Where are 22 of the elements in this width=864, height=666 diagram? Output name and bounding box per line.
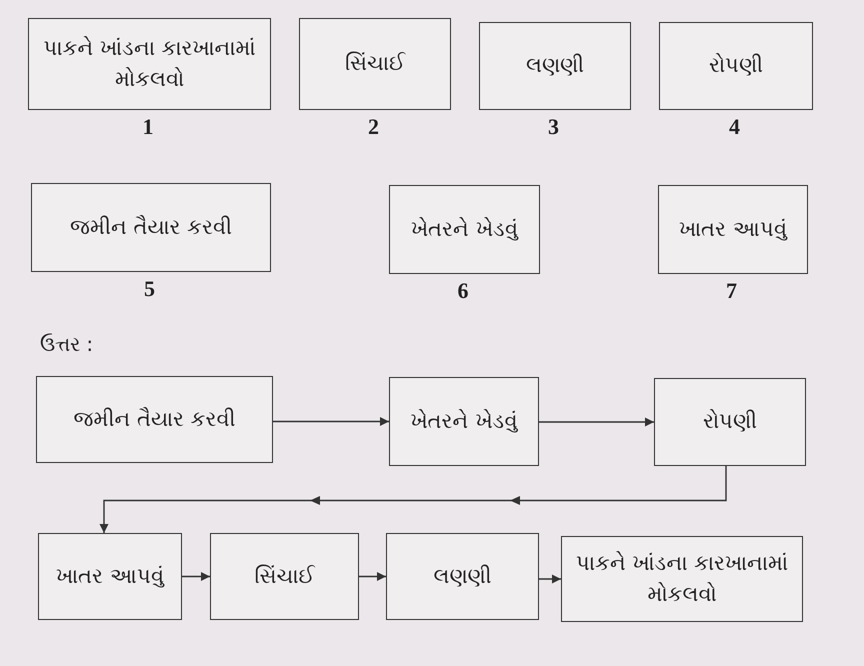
step-number: 1	[142, 114, 154, 140]
process-box: સિંચાઈ	[299, 18, 451, 110]
step-number: 7	[726, 278, 737, 304]
step-number: 2	[368, 114, 379, 140]
process-box: જમીન તૈયાર કરવી	[31, 183, 271, 272]
step-number: 4	[729, 114, 740, 140]
process-box: રોપણી	[654, 378, 806, 466]
process-box: ખેતરને ખેડવું	[389, 377, 539, 466]
step-number: 6	[458, 278, 468, 304]
process-box: લણણી	[479, 22, 631, 110]
process-box: ખાતર આપવું	[658, 185, 808, 274]
process-box: પાકને ખાંડના કારખાનામાં મોકલવો	[561, 536, 803, 622]
step-number: 3	[548, 114, 559, 140]
process-box: ખેતરને ખેડવું	[389, 185, 540, 274]
process-box: જમીન તૈયાર કરવી	[36, 376, 273, 463]
answer-label: ઉત્તર :	[40, 332, 94, 356]
process-box: ખાતર આપવું	[38, 533, 182, 620]
step-number: 5	[144, 276, 155, 302]
process-box: રોપણી	[659, 22, 813, 110]
process-box: સિંચાઈ	[210, 533, 359, 620]
process-box: પાકને ખાંડના કારખાનામાં મોકલવો	[28, 18, 271, 110]
process-box: લણણી	[386, 533, 539, 620]
